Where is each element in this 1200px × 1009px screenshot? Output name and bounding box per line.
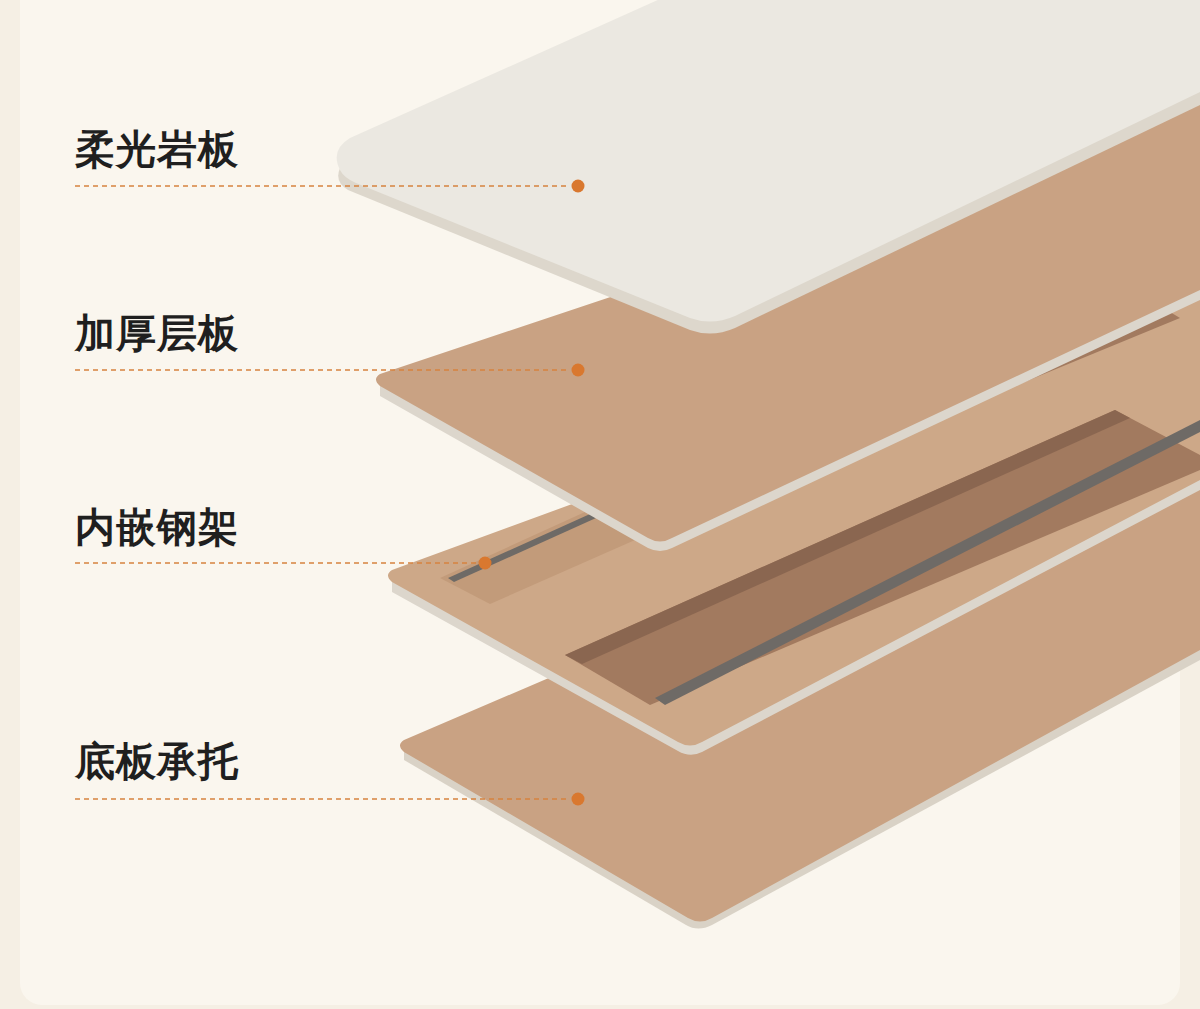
leader-lines — [75, 186, 570, 799]
label-holder: 柔光岩板 — [75, 127, 239, 171]
stone-slab — [337, 0, 1200, 334]
part-label: 内嵌钢架 — [75, 505, 239, 549]
part-label: 底板承托 — [75, 739, 239, 783]
leader-dots — [479, 180, 585, 806]
label-holder: 加厚层板 — [75, 311, 239, 355]
label-holder: 底板承托 — [75, 739, 239, 783]
label-holder: 内嵌钢架 — [75, 505, 239, 549]
part-label: 加厚层板 — [75, 311, 239, 355]
part-label: 柔光岩板 — [75, 127, 239, 171]
